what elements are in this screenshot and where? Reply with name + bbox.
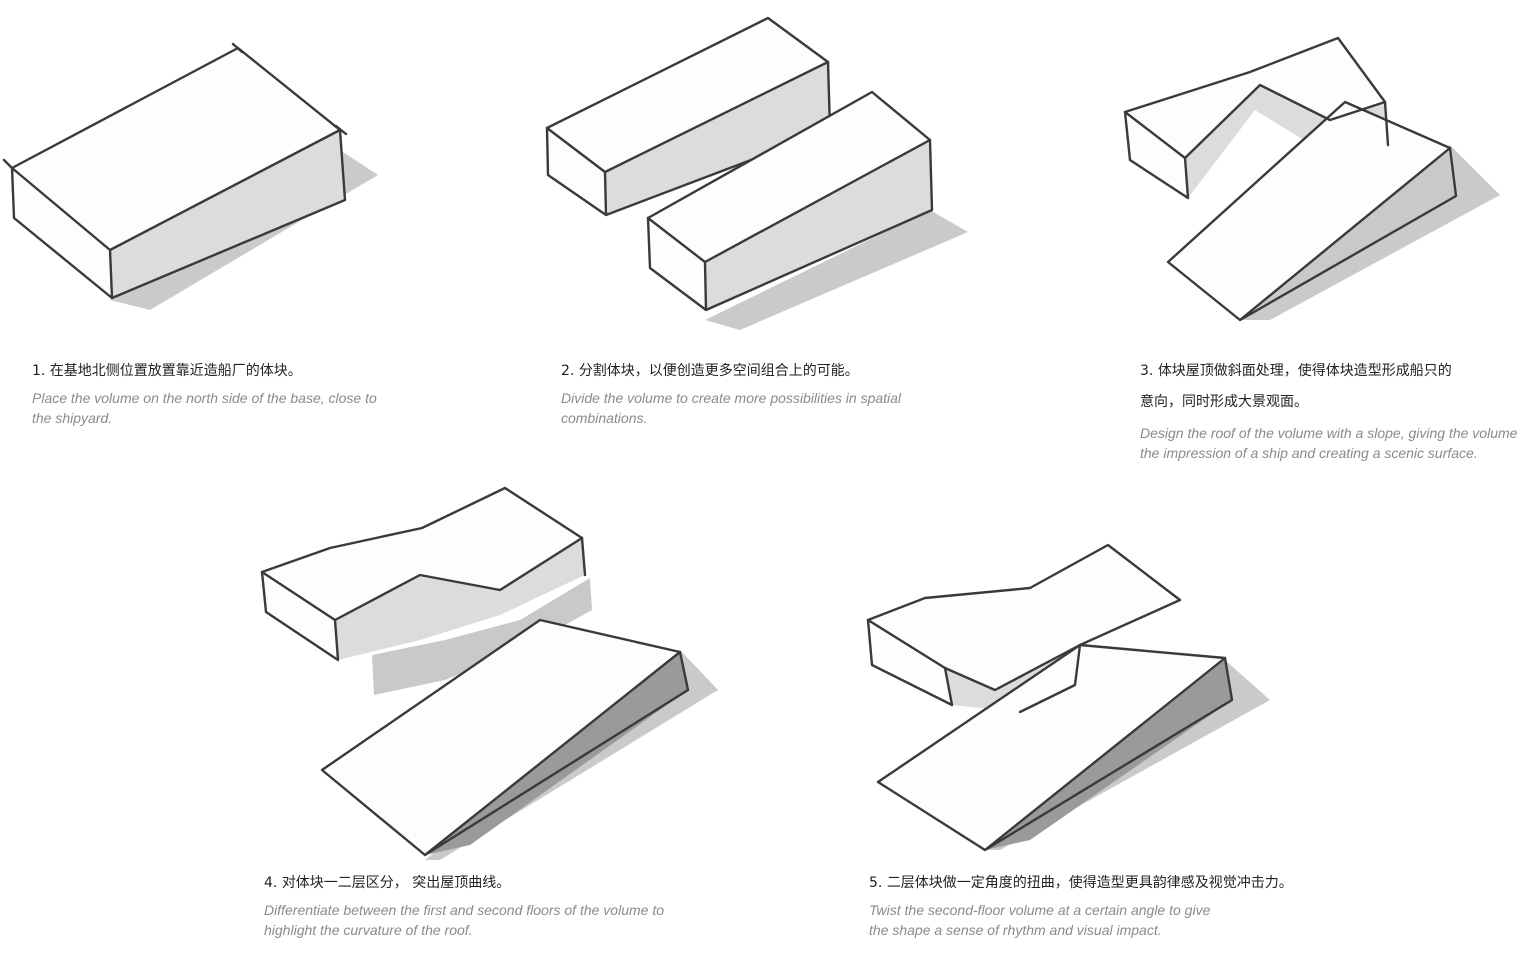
step-4-sketch	[260, 486, 718, 860]
step-2-title-cn: 2. 分割体块，以便创造更多空间组合上的可能。	[561, 363, 859, 379]
step-4-caption: 4. 对体块一二层区分， 突出屋顶曲线。 Differentiate betwe…	[264, 868, 664, 940]
step-5-caption: 5. 二层体块做一定角度的扭曲，使得造型更具韵律感及视觉冲击力。 Twist t…	[869, 868, 1299, 940]
step-4-title-cn: 4. 对体块一二层区分， 突出屋顶曲线。	[264, 875, 511, 891]
step-2-description-en: Divide the volume to create more possibi…	[561, 390, 902, 426]
step-4-description-en: Differentiate between the first and seco…	[264, 902, 665, 938]
step-3-sketch	[1123, 36, 1500, 322]
step-3-description-en: Design the roof of the volume with a slo…	[1140, 425, 1518, 461]
step-2-caption: 2. 分割体块，以便创造更多空间组合上的可能。 Divide the volum…	[561, 356, 921, 428]
step-1-sketch	[2, 42, 378, 310]
step-2-sketch	[545, 16, 968, 330]
step-5-title-cn: 5. 二层体块做一定角度的扭曲，使得造型更具韵律感及视觉冲击力。	[869, 875, 1293, 891]
step-1-caption: 1. 在基地北侧位置放置靠近造船厂的体块。 Place the volume o…	[32, 356, 392, 428]
step-1-title-cn: 1. 在基地北侧位置放置靠近造船厂的体块。	[32, 363, 302, 379]
step-1-description-en: Place the volume on the north side of th…	[32, 390, 377, 426]
step-5-description-en: Twist the second-floor volume at a certa…	[869, 902, 1211, 938]
step-3-title-cn: 3. 体块屋顶做斜面处理，使得体块造型形成船只的 意向，同时形成大景观面。	[1140, 363, 1452, 410]
step-5-sketch	[866, 543, 1270, 852]
step-3-caption: 3. 体块屋顶做斜面处理，使得体块造型形成船只的 意向，同时形成大景观面。 De…	[1140, 356, 1525, 463]
